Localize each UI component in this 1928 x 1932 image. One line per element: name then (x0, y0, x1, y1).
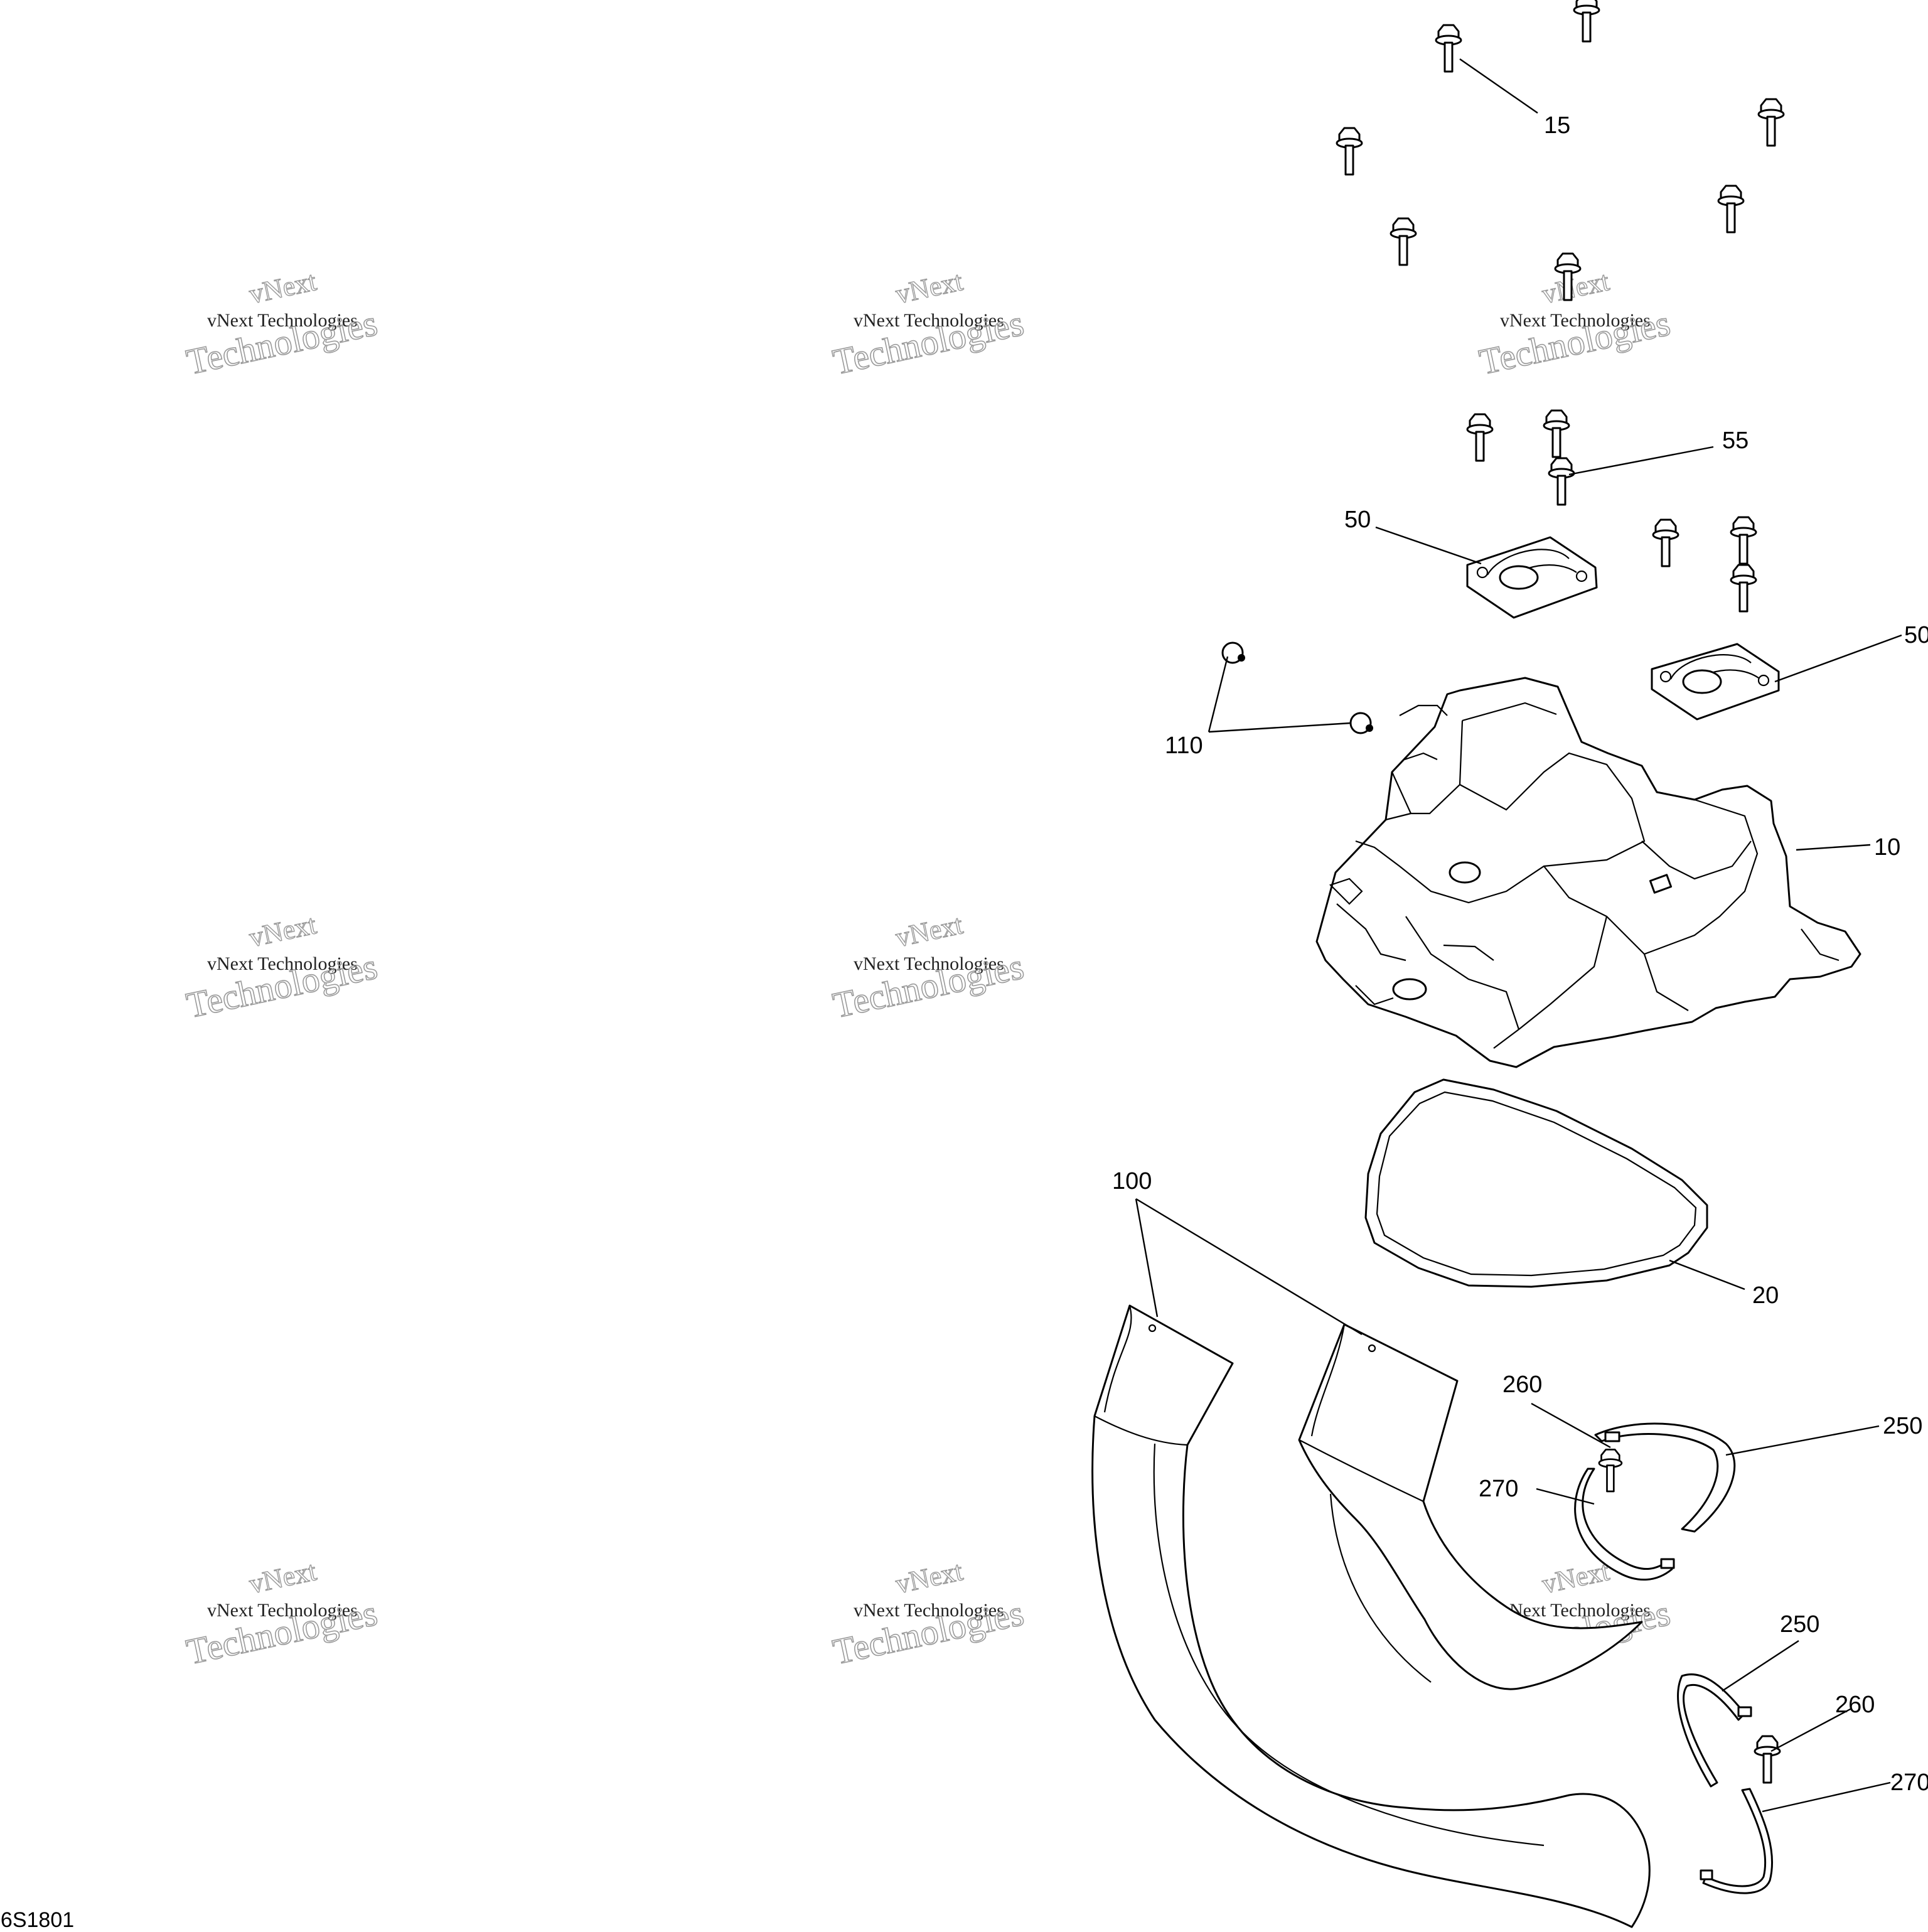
svg-text:vNext Technologies: vNext Technologies (207, 1600, 358, 1621)
svg-text:vNext Technologies: vNext Technologies (854, 1600, 1004, 1621)
callout-270: 270 (1479, 1476, 1518, 1502)
drawing-code: 36S1801 (0, 1908, 74, 1932)
watermark: vNext vNext Technologies Technologies (183, 265, 382, 383)
callout-55: 55 (1722, 427, 1749, 454)
gasket-20 (1364, 1078, 1708, 1288)
svg-text:vNext Technologies: vNext Technologies (1500, 310, 1651, 331)
bracket-50-left (1466, 536, 1598, 619)
callout-10: 10 (1874, 834, 1900, 861)
svg-text:vNext Technologies: vNext Technologies (854, 310, 1004, 331)
svg-text:vNext Technologies: vNext Technologies (207, 310, 358, 331)
callout-50: 50 (1904, 622, 1928, 648)
svg-text:vNext: vNext (893, 909, 965, 953)
leader-lines (1135, 58, 1902, 1813)
callout-50: 50 (1344, 507, 1371, 533)
watermark: vNext vNext Technologies Technologies (829, 265, 1028, 383)
bracket-50-right (1651, 643, 1780, 721)
callout-250: 250 (1780, 1611, 1819, 1638)
callout-labels: 15 55 50 50 110 10 100 20 260 250 270 25… (1112, 112, 1928, 1796)
callout-270: 270 (1890, 1769, 1928, 1796)
svg-text:vNext Technologies: vNext Technologies (854, 953, 1004, 974)
caps-110 (1221, 641, 1373, 734)
housing-10 (1315, 677, 1861, 1068)
clamp-upper (1574, 1422, 1736, 1581)
svg-text:vNext: vNext (893, 266, 965, 309)
callout-260: 260 (1835, 1692, 1875, 1718)
callout-100: 100 (1112, 1168, 1152, 1194)
ducts-100 (1091, 1304, 1651, 1928)
watermark: vNext vNext Technologies Technologies (183, 1555, 382, 1673)
watermark: vNext vNext Technologies Technologies (183, 908, 382, 1026)
callout-20: 20 (1752, 1282, 1779, 1309)
clamp-lower (1677, 1673, 1781, 1894)
svg-text:vNext: vNext (247, 1555, 319, 1599)
svg-text:vNext Technologies: vNext Technologies (207, 953, 358, 974)
callout-250: 250 (1883, 1413, 1922, 1439)
callout-260: 260 (1502, 1371, 1542, 1398)
watermark: vNext vNext Technologies Technologies (829, 1555, 1028, 1673)
callout-15: 15 (1544, 112, 1570, 139)
watermark: vNext vNext Technologies Technologies (829, 908, 1028, 1026)
callout-110: 110 (1165, 733, 1203, 759)
svg-text:vNext: vNext (247, 266, 319, 309)
bolts-15 (1336, 0, 1785, 301)
svg-text:vNext: vNext (247, 909, 319, 953)
svg-text:vNext: vNext (893, 1555, 965, 1599)
